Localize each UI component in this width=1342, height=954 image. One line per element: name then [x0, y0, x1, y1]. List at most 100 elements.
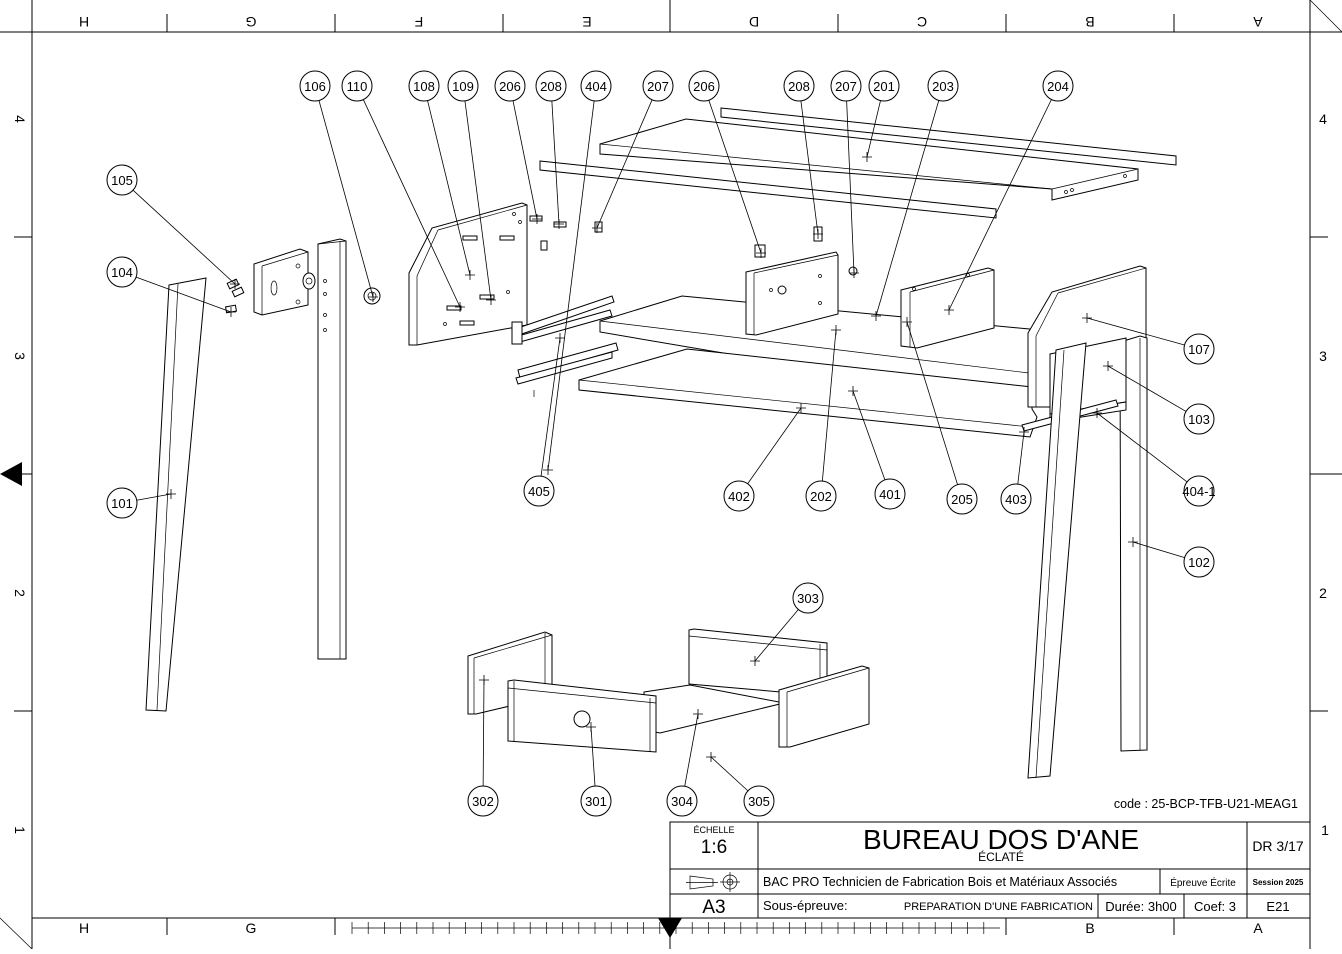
leader-line-207: [596, 99, 653, 229]
callout-302: 302: [467, 785, 499, 817]
part-405-slides: [511, 295, 619, 397]
zone-left-2: 2: [12, 589, 28, 597]
leader-line-404: [547, 100, 595, 471]
callout-circle: [743, 785, 775, 817]
callout-number: 404: [585, 79, 607, 94]
callout-202: 202: [805, 480, 837, 512]
leader-line-202: [821, 329, 837, 482]
leader-line-110: [362, 99, 461, 308]
callout-number: 208: [788, 79, 810, 94]
callout-number: 401: [879, 487, 901, 502]
target-cross-107: [1082, 313, 1092, 323]
callout-106: 106: [299, 70, 331, 102]
callout-circle: [830, 70, 862, 102]
projection-symbol-icon: [686, 872, 740, 892]
zone-left-1: 1: [12, 826, 28, 834]
callout-number: 206: [693, 79, 715, 94]
callout-circle: [299, 70, 331, 102]
callout-number: 104: [111, 265, 133, 280]
callout-number: 404-1: [1182, 484, 1215, 499]
duration-label: Durée: 3h00: [1105, 899, 1177, 914]
callout-circle: [408, 70, 440, 102]
callout-number: 108: [413, 79, 435, 94]
zone-top-f: F: [415, 14, 424, 30]
callout-number: 402: [728, 489, 750, 504]
leader-line-103: [1107, 365, 1187, 412]
callout-number: 305: [748, 794, 770, 809]
callout-number: 207: [647, 79, 669, 94]
callout-circle: [535, 70, 567, 102]
drawing-code: code : 25-BCP-TFB-U21-MEAG1: [1114, 797, 1298, 811]
leader-line-305: [710, 756, 749, 792]
leader-line-206: [512, 100, 538, 220]
leader-line-207: [846, 100, 855, 274]
format-label: A3: [702, 897, 725, 918]
target-cross-104: [226, 307, 236, 317]
callout-number: 405: [528, 484, 550, 499]
leader-line-105: [132, 189, 236, 285]
callout-circle: [494, 70, 526, 102]
callout-404-1: 404-1: [1182, 475, 1216, 507]
target-cross-105: [230, 279, 240, 289]
callout-circle: [874, 478, 906, 510]
callout-number: 403: [1005, 492, 1027, 507]
zone-labels: H G F E D C B A H G B A 4 3 2 1 4 3 2 1: [12, 14, 1329, 936]
sheet-reference: DR 3/17: [1252, 838, 1304, 854]
callout-108: 108: [408, 70, 440, 102]
leader-line-303: [754, 609, 799, 662]
callout-circle: [106, 256, 138, 288]
target-cross-304: [693, 709, 703, 719]
leader-lines: [132, 99, 1188, 792]
graduated-ruler: [351, 922, 985, 934]
zone-top-c: C: [917, 14, 927, 30]
callout-circle: [580, 785, 612, 817]
target-cross-201: [862, 152, 872, 162]
part-corner-block: [253, 248, 316, 316]
callout-number: 204: [1047, 79, 1069, 94]
callout-304: 304: [666, 785, 698, 817]
callout-301: 301: [580, 785, 612, 817]
callout-circle: [642, 70, 674, 102]
callout-circle: [106, 487, 138, 519]
target-cross-208: [554, 219, 564, 229]
callout-number: 207: [835, 79, 857, 94]
exam-type: Épreuve Écrite: [1170, 876, 1236, 889]
leader-line-302: [482, 679, 485, 787]
leader-line-206: [708, 100, 762, 254]
target-cross-401: [848, 386, 858, 396]
leader-line-205: [906, 321, 958, 485]
target-cross-204: [944, 305, 954, 315]
leader-line-102: [1132, 541, 1185, 559]
part-rear-leg: [317, 238, 347, 660]
callout-110: 110: [341, 70, 373, 102]
session-label: Session 2025: [1253, 878, 1304, 887]
callout-207: 207: [642, 70, 674, 102]
target-cross-404-1: [1092, 408, 1102, 418]
leader-line-402: [747, 407, 802, 484]
centering-mark-left: [0, 462, 22, 486]
callout-number: 103: [1188, 412, 1210, 427]
callout-207: 207: [830, 70, 862, 102]
callout-number: 205: [951, 492, 973, 507]
part-401-shelf: [578, 348, 1038, 438]
leader-line-106: [318, 100, 374, 298]
leader-line-203: [875, 100, 940, 317]
callout-number: 102: [1188, 555, 1210, 570]
target-cross-207: [592, 223, 602, 233]
target-cross-202: [831, 325, 841, 335]
parts-group: [145, 107, 1177, 779]
callout-circle: [666, 785, 698, 817]
callout-number: 101: [111, 496, 133, 511]
callout-circle: [805, 480, 837, 512]
zone-right-1: 1: [1321, 822, 1329, 838]
target-cross-403: [1019, 427, 1029, 437]
zone-top-d: D: [749, 14, 759, 30]
callout-404: 404: [580, 70, 612, 102]
leader-line-101: [136, 493, 172, 501]
target-cross-305: [706, 752, 716, 762]
callout-circle: [580, 70, 612, 102]
callout-number: 106: [304, 79, 326, 94]
scale-value: 1:6: [701, 837, 727, 858]
